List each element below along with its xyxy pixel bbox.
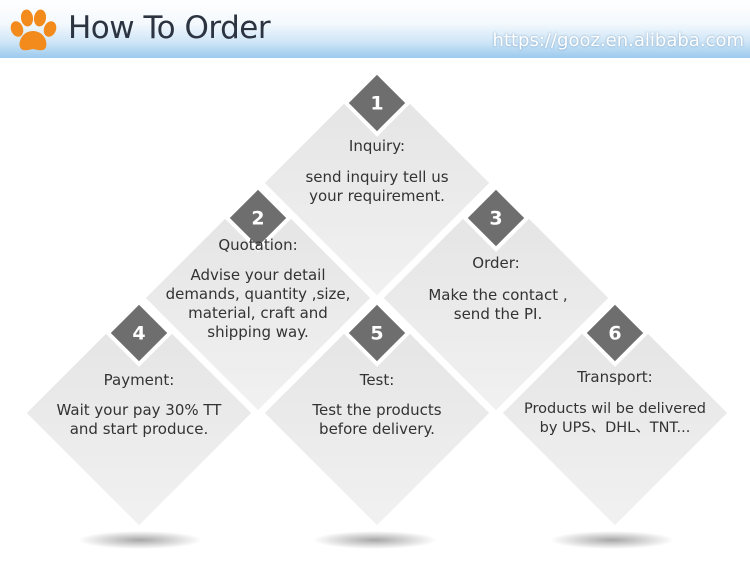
step-2-title: Quotation: (218, 236, 298, 254)
step-4-number: 4 (132, 323, 145, 345)
step-2-description: Advise your detail demands, quantity ,si… (165, 266, 351, 341)
step-4-title: Payment: (103, 371, 175, 389)
step-3-title: Order: (472, 254, 520, 272)
step-5-number: 5 (370, 323, 383, 345)
store-url[interactable]: https://gooz.en.alibaba.com (492, 30, 744, 51)
shadow-middle (313, 531, 437, 549)
step-5-description: Test the products before delivery. (312, 401, 442, 438)
step-5-title: Test: (359, 371, 395, 389)
step-5-diamond (259, 295, 495, 531)
step-3-badge (462, 184, 530, 252)
step-4-description: Wait your pay 30% TT and start produce. (56, 401, 222, 438)
shadow-right (550, 531, 674, 549)
shadow-left (78, 531, 202, 549)
step-6-badge (581, 299, 649, 367)
step-4-badge (105, 299, 173, 367)
step-6-diamond (497, 295, 733, 531)
step-1-description: send inquiry tell us your requirement. (305, 168, 449, 205)
step-4-diamond (21, 295, 257, 531)
step-5-badge (343, 299, 411, 367)
page-title: How To Order (68, 10, 271, 46)
step-3-diamond (378, 180, 614, 416)
step-3-description: Make the contact , send the PI. (428, 286, 568, 323)
step-6-description: Products wil be delivered by UPS、DHL、TNT… (524, 401, 706, 436)
step-6-title: Transport: (577, 368, 653, 386)
step-6-number: 6 (608, 323, 621, 345)
step-2-diamond (140, 180, 376, 416)
step-1-title: Inquiry: (348, 137, 406, 155)
step-1-number: 1 (370, 93, 383, 115)
paw-icon (10, 9, 57, 51)
step-1-badge (343, 69, 411, 137)
step-2-badge (224, 184, 292, 252)
step-2-number: 2 (251, 208, 264, 230)
header-banner: How To Order https://gooz.en.alibaba.com (0, 0, 750, 58)
step-3-number: 3 (489, 208, 502, 230)
